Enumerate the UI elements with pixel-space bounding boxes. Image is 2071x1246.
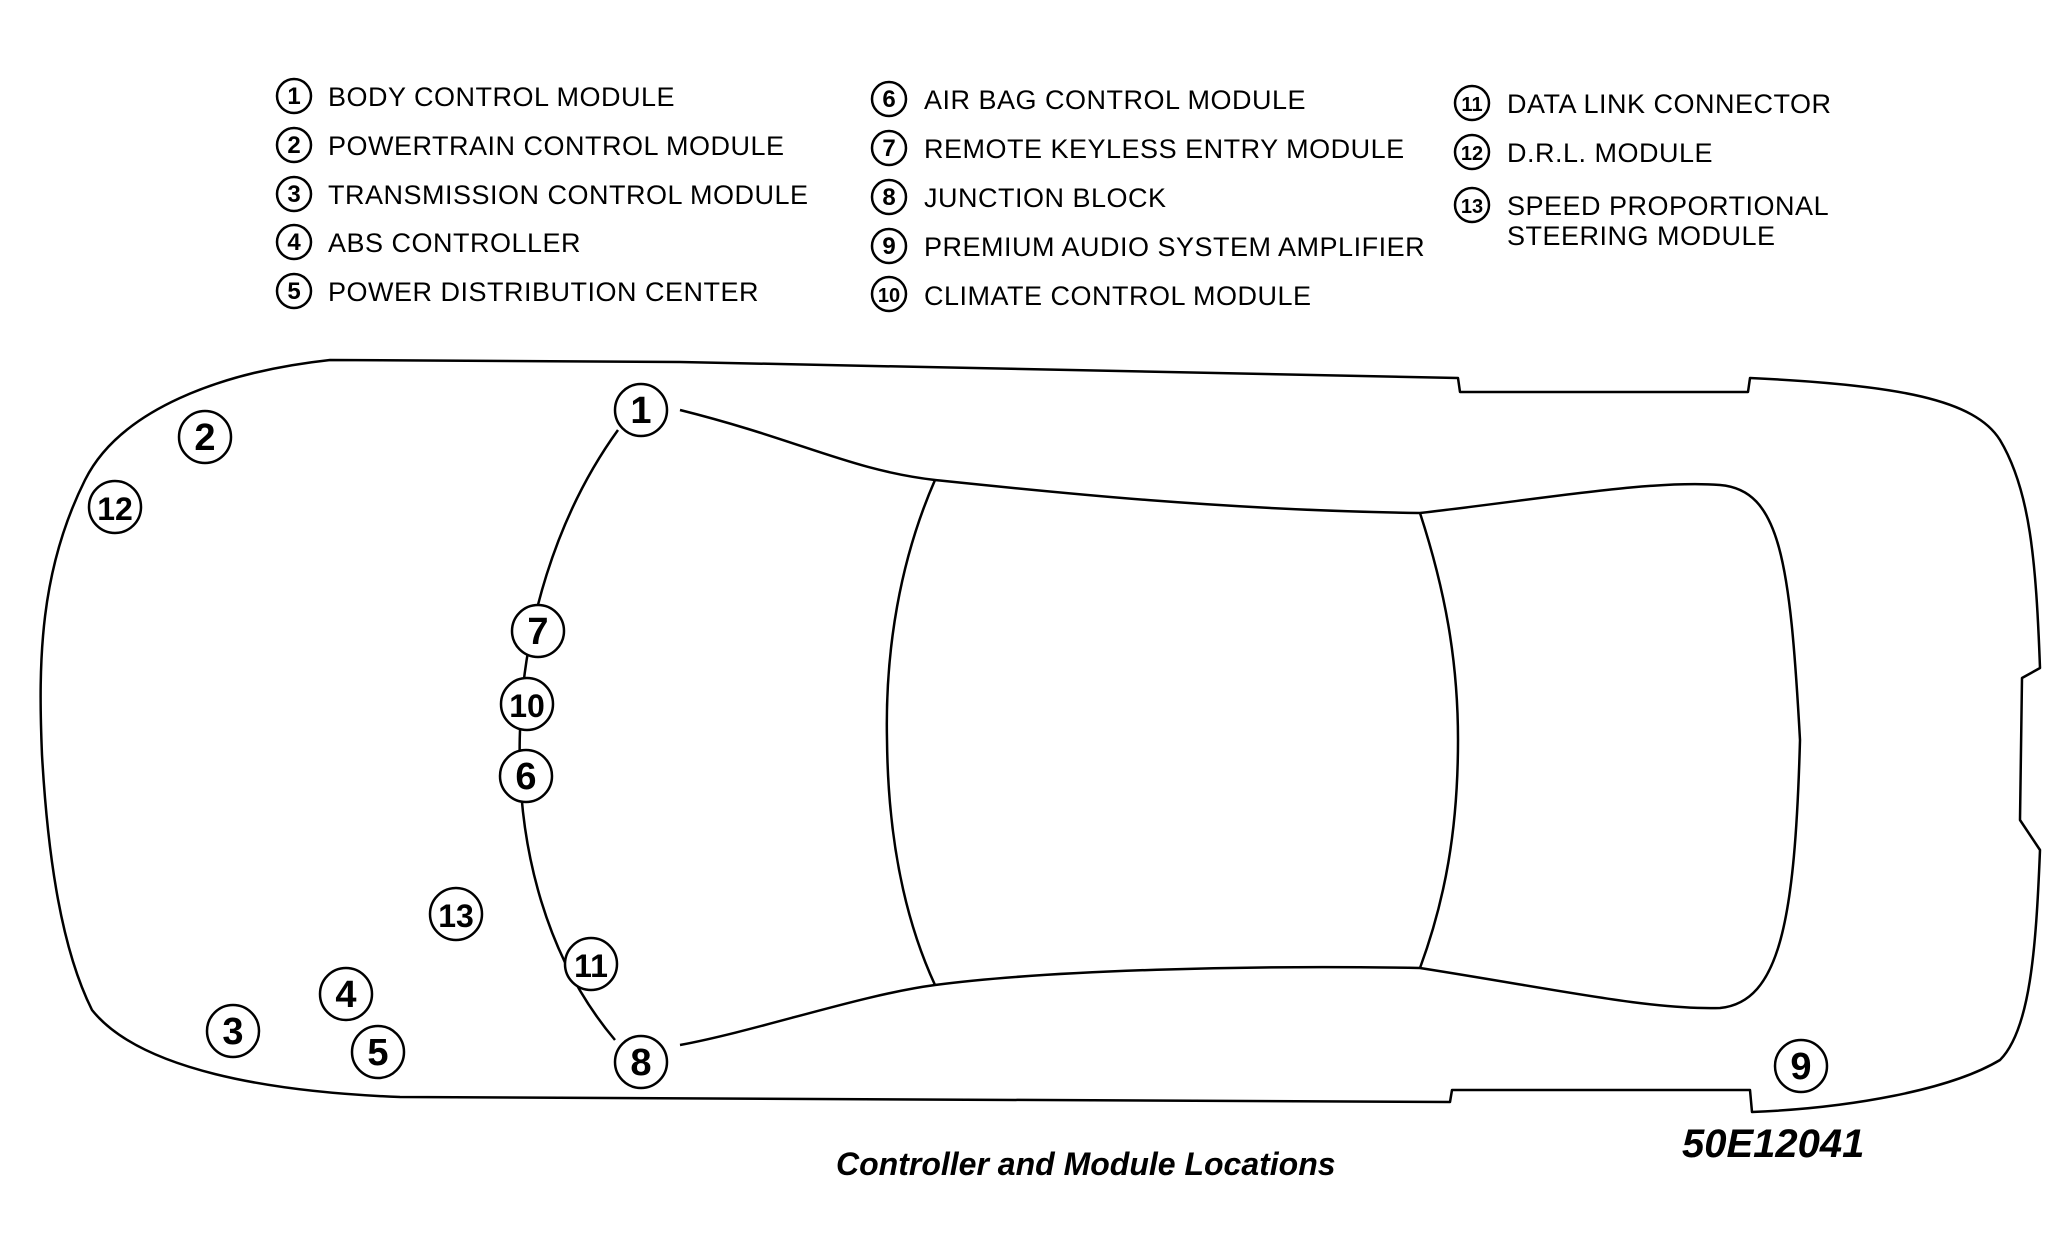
- legend-item-label: POWER DISTRIBUTION CENTER: [328, 277, 759, 307]
- marker-label: 6: [515, 756, 536, 798]
- legend-item-number: 4: [287, 229, 301, 256]
- legend-item-8: 8 JUNCTION BLOCK: [870, 178, 1167, 216]
- legend-item-number: 2: [287, 132, 300, 159]
- cabin-top-line: [679, 408, 1802, 1047]
- legend-item-number: 3: [287, 181, 300, 208]
- roof-rear-line: [1418, 512, 1460, 969]
- marker-label: 13: [438, 898, 474, 934]
- marker-label: 12: [97, 491, 133, 527]
- figure-caption: Controller and Module Locations: [836, 1146, 1336, 1182]
- marker-label: 9: [1790, 1046, 1811, 1088]
- legend-item-label: JUNCTION BLOCK: [924, 183, 1167, 213]
- marker-label: 3: [222, 1011, 243, 1053]
- marker-5: 5: [350, 1024, 406, 1080]
- legend-item-6: 6 AIR BAG CONTROL MODULE: [870, 80, 1306, 118]
- marker-11: 11: [563, 936, 619, 992]
- legend-item-label: TRANSMISSION CONTROL MODULE: [328, 180, 809, 210]
- figure-id: 50E12041: [1682, 1122, 1864, 1166]
- marker-9: 9: [1773, 1038, 1829, 1094]
- legend-item-12: 12 D.R.L. MODULE: [1453, 133, 1713, 171]
- legend-item-11: 11 DATA LINK CONNECTOR: [1453, 84, 1832, 122]
- marker-7: 7: [510, 603, 566, 659]
- legend-item-number: 10: [878, 285, 900, 307]
- legend-item-label: CLIMATE CONTROL MODULE: [924, 281, 1312, 311]
- legend-item-number: 1: [287, 83, 300, 110]
- marker-4: 4: [318, 966, 374, 1022]
- marker-3: 3: [205, 1003, 261, 1059]
- legend-item-label: ABS CONTROLLER: [328, 228, 581, 258]
- legend-item-9: 9 PREMIUM AUDIO SYSTEM AMPLIFIER: [870, 227, 1425, 265]
- marker-2: 2: [177, 409, 233, 465]
- legend-item-5: 5 POWER DISTRIBUTION CENTER: [275, 272, 759, 310]
- legend-item-number: 5: [287, 278, 300, 305]
- legend-item-1: 1 BODY CONTROL MODULE: [275, 77, 675, 115]
- legend-item-3: 3 TRANSMISSION CONTROL MODULE: [275, 175, 809, 213]
- marker-13: 13: [428, 886, 484, 942]
- legend-item-label: BODY CONTROL MODULE: [328, 82, 675, 112]
- legend-item-label: REMOTE KEYLESS ENTRY MODULE: [924, 134, 1405, 164]
- legend-item-13: 13 SPEED PROPORTIONAL STEERING MODULE: [1453, 186, 1829, 251]
- legend-item-label: SPEED PROPORTIONAL: [1507, 191, 1829, 221]
- marker-label: 1: [630, 390, 651, 432]
- roof-front-line: [885, 479, 937, 986]
- marker-label: 8: [630, 1042, 651, 1084]
- legend-item-number: 9: [882, 233, 895, 260]
- marker-label: 2: [194, 417, 215, 459]
- legend-item-label: D.R.L. MODULE: [1507, 138, 1713, 168]
- legend-item-number: 7: [882, 135, 895, 162]
- legend-item-7: 7 REMOTE KEYLESS ENTRY MODULE: [870, 129, 1405, 167]
- marker-label: 5: [367, 1032, 388, 1074]
- marker-12: 12: [87, 479, 143, 535]
- car-outline: [39, 358, 2042, 1114]
- marker-10: 10: [499, 676, 555, 732]
- legend-item-number: 11: [1461, 94, 1482, 116]
- legend-item-label: POWERTRAIN CONTROL MODULE: [328, 131, 785, 161]
- legend-item-10: 10 CLIMATE CONTROL MODULE: [870, 275, 1312, 313]
- marker-label: 7: [527, 611, 548, 653]
- marker-label: 10: [509, 688, 545, 724]
- legend-item-number: 6: [882, 86, 895, 113]
- legend-item-label: DATA LINK CONNECTOR: [1507, 89, 1832, 119]
- marker-label: 4: [335, 974, 356, 1016]
- legend-item-2: 2 POWERTRAIN CONTROL MODULE: [275, 126, 785, 164]
- location-markers: 1 2 12 7 10 6 13 11: [87, 382, 1829, 1094]
- legend: 1 BODY CONTROL MODULE 2 POWERTRAIN CONTR…: [275, 77, 1832, 313]
- legend-item-number: 12: [1461, 143, 1483, 165]
- marker-8: 8: [613, 1034, 669, 1090]
- legend-item-label-line2: STEERING MODULE: [1507, 221, 1776, 251]
- legend-item-label: PREMIUM AUDIO SYSTEM AMPLIFIER: [924, 232, 1425, 262]
- legend-item-number: 8: [882, 184, 895, 211]
- legend-item-4: 4 ABS CONTROLLER: [275, 223, 581, 261]
- car-body-outline: [39, 358, 2042, 1114]
- legend-item-number: 13: [1461, 196, 1483, 218]
- marker-label: 11: [574, 948, 608, 984]
- marker-1: 1: [613, 382, 669, 438]
- marker-6: 6: [498, 748, 554, 804]
- legend-item-label: AIR BAG CONTROL MODULE: [924, 85, 1306, 115]
